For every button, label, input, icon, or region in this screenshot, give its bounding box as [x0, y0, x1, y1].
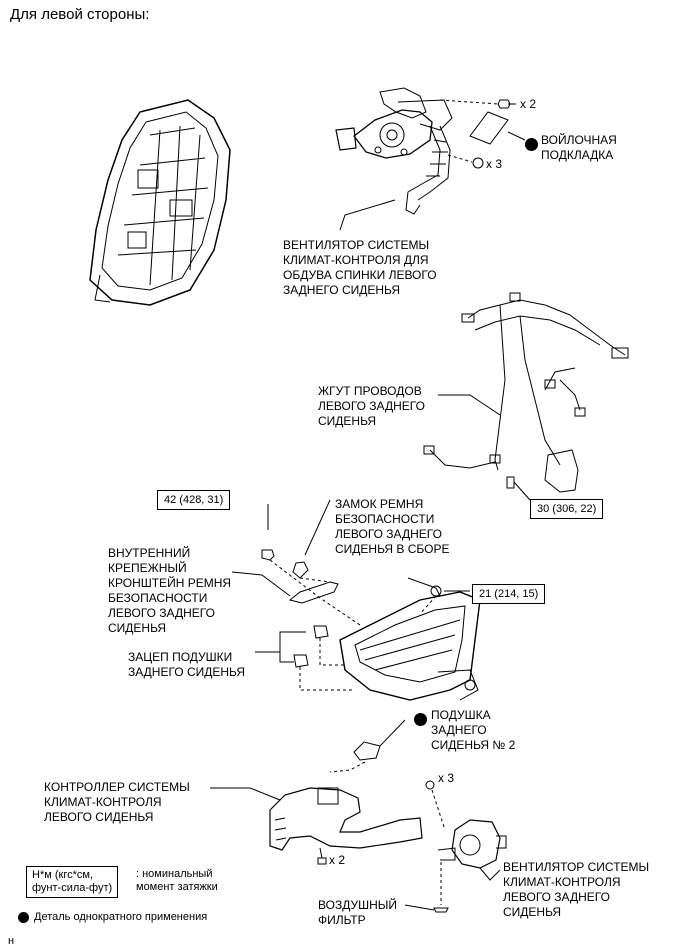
bracket-label: ВНУТРЕННИЙ КРЕПЕЖНЫЙ КРОНШТЕЙН РЕМНЯ БЕЗ… — [108, 546, 232, 635]
felt-pad-label: ВОЙЛОЧНАЯ ПОДКЛАДКА — [541, 133, 617, 162]
torque-box-30: 30 (306, 22) — [530, 499, 604, 519]
harness-label: ЖГУТ ПРОВОДОВ ЛЕВОГО ЗАДНЕГО СИДЕНЬЯ — [318, 384, 425, 428]
cushion2-drawing — [353, 741, 381, 761]
torque-box-42: 42 (428, 31) — [157, 490, 231, 510]
single-use-marker-icon — [525, 138, 538, 151]
buckle-label: ЗАМОК РЕМНЯ БЕЗОПАСНОСТИ ЛЕВОГО ЗАДНЕГО … — [335, 497, 450, 556]
footer-code: н — [8, 935, 15, 947]
back-fan-drawing — [335, 87, 453, 215]
torque-box-21: 21 (214, 15) — [472, 584, 546, 604]
seat-back-frame-drawing — [89, 99, 231, 306]
nut-top-drawing — [472, 157, 484, 169]
hook-drawing-a — [313, 625, 329, 639]
seat-frame-drawing — [339, 577, 481, 701]
bracket-drawing — [288, 581, 339, 604]
legend-single-use-text: Деталь однократного применения — [34, 911, 208, 923]
nut-fan-qty: x 3 — [438, 771, 455, 785]
filter-label: ВОЗДУШНЫЙ ФИЛЬТР — [318, 898, 397, 927]
hook-label: ЗАЦЕП ПОДУШКИ ЗАДНЕГО СИДЕНЬЯ — [128, 650, 246, 679]
hook-drawing-b — [293, 654, 309, 668]
controller-label: КОНТРОЛЛЕР СИСТЕМЫ КЛИМАТ-КОНТРОЛЯ ЛЕВОГ… — [44, 780, 190, 824]
felt-pad-drawing — [469, 111, 509, 145]
seat-fan-drawing — [437, 819, 507, 869]
bolt-ctrl-qty: x 2 — [329, 853, 346, 867]
bolt-top-qty: x 2 — [520, 97, 537, 111]
back-fan-label: ВЕНТИЛЯТОР СИСТЕМЫ КЛИМАТ-КОНТРОЛЯ ДЛЯ О… — [283, 238, 437, 297]
nut-top-qty: x 3 — [486, 157, 503, 171]
legend-unit-description: : номинальный момент затяжки — [136, 868, 218, 893]
harness-drawing — [423, 292, 629, 493]
legend-unit-box: Н*м (кгс*см, фунт-сила-фут) — [26, 866, 119, 898]
legend-single-use-icon — [18, 912, 29, 923]
filter-drawing — [433, 907, 449, 913]
bolt-top-drawing — [497, 99, 516, 109]
seat-fan-label: ВЕНТИЛЯТОР СИСТЕМЫ КЛИМАТ-КОНТРОЛЯ ЛЕВОГ… — [503, 860, 650, 919]
cushion2-label: ПОДУШКА ЗАДНЕГО СИДЕНЬЯ № 2 — [431, 708, 516, 752]
single-use-marker-icon — [414, 713, 427, 726]
page-heading: Для левой стороны: — [10, 6, 150, 23]
controller-drawing — [269, 787, 423, 851]
